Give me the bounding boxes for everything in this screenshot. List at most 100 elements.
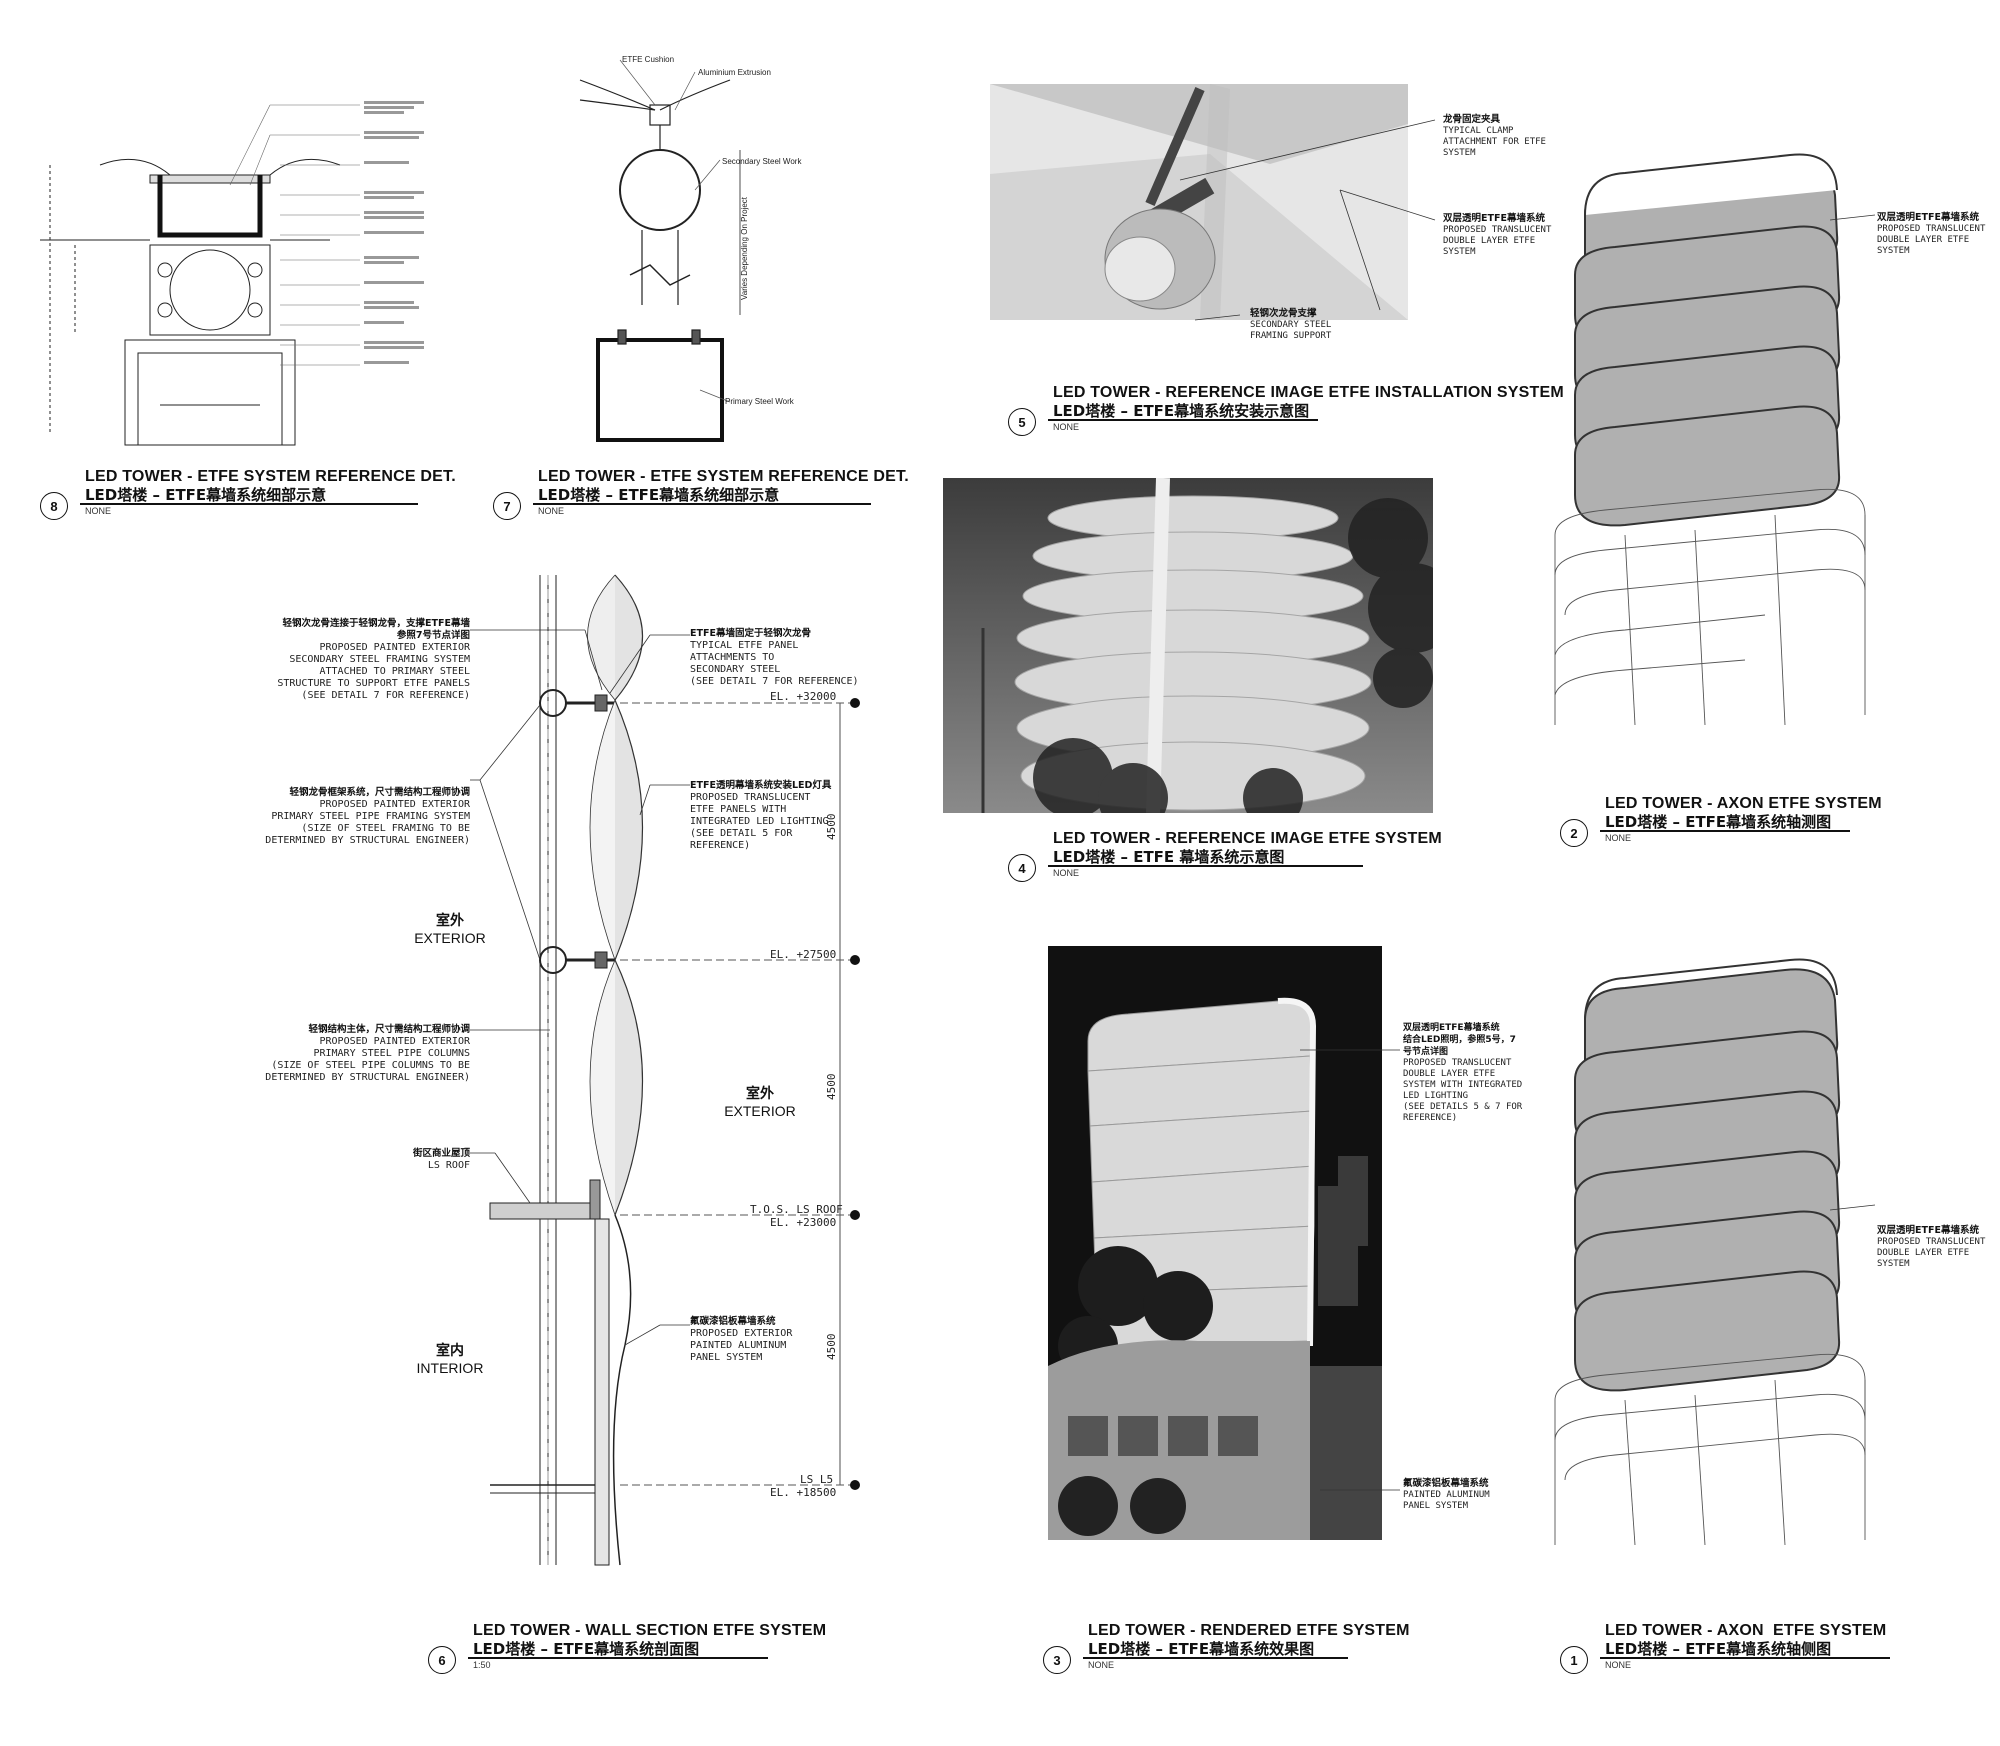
- note-cn: 氟碳漆铝板幕墙系统: [690, 1316, 776, 1327]
- scale-label: NONE: [538, 506, 565, 516]
- detail-number-bubble: 6: [428, 1646, 456, 1674]
- section-note-4: 街区商业屋顶 LS ROOF: [350, 1148, 470, 1172]
- note-en: PROPOSED EXTERIOR PAINTED ALUMINUM PANEL…: [690, 1328, 793, 1363]
- label-varies: Varies Depending On Project: [740, 196, 749, 300]
- tower-photo-svg: [943, 478, 1433, 813]
- reference-image-4: [943, 478, 1433, 813]
- leaders-5: [1179, 119, 1436, 321]
- zone-en: EXTERIOR: [414, 930, 486, 946]
- note-cn: ETFE透明幕墙系统安装LED灯具: [690, 780, 832, 791]
- elevation-18500: EL. +18500: [770, 1486, 837, 1499]
- title-underline: [1600, 830, 1850, 832]
- note-cn: 轻钢龙骨框架系统，尺寸需结构工程师协调: [289, 787, 470, 798]
- title-underline: [80, 503, 418, 505]
- note-en: PROPOSED PAINTED EXTERIOR PRIMARY STEEL …: [265, 799, 470, 846]
- leaders-3: [1300, 1049, 1400, 1491]
- note-en: PROPOSED PAINTED EXTERIOR PRIMARY STEEL …: [265, 1036, 470, 1083]
- zone-cn: 室外: [746, 1086, 774, 1102]
- detail-number-bubble: 7: [493, 492, 521, 520]
- note-cn: 轻钢次龙骨连接于轻钢龙骨，支撑ETFE幕墙 参照7号节点详图: [282, 618, 470, 641]
- title-cn: LED塔楼 – ETFE幕墙系统细部示意: [85, 486, 327, 504]
- scale-label: NONE: [1605, 1660, 1632, 1670]
- scale-label: 1:50: [473, 1660, 491, 1670]
- zone-exterior-1: 室外 EXTERIOR: [410, 910, 490, 946]
- note-support-en: SECONDARY STEEL FRAMING SUPPORT: [1250, 320, 1332, 341]
- title-en: LED TOWER - AXON ETFE SYSTEM: [1605, 1622, 1887, 1639]
- axon-2-note-en: PROPOSED TRANSLUCENT DOUBLE LAYER ETFE S…: [1877, 224, 1986, 256]
- detail-number-bubble: 1: [1560, 1646, 1588, 1674]
- label-aluminium-extrusion: Aluminium Extrusion: [698, 68, 771, 77]
- axon-1-note-en: PROPOSED TRANSLUCENT DOUBLE LAYER ETFE S…: [1877, 1237, 1986, 1269]
- elevation-ls-l5: LS L5: [800, 1473, 834, 1486]
- elevation-23000: EL. +23000: [770, 1216, 837, 1229]
- note-cn: 轻钢结构主体，尺寸需结构工程师协调: [308, 1024, 470, 1035]
- detail-7-drawing: [560, 50, 790, 450]
- note-clamp-en: TYPICAL CLAMP ATTACHMENT FOR ETFE SYSTEM: [1443, 126, 1546, 158]
- detail-number-bubble: 3: [1043, 1646, 1071, 1674]
- title-en: LED TOWER - WALL SECTION ETFE SYSTEM: [473, 1622, 827, 1639]
- zone-cn: 室外: [436, 913, 464, 929]
- dimension-2: 4500: [825, 1073, 838, 1101]
- title-en: LED TOWER - REFERENCE IMAGE ETFE INSTALL…: [1053, 384, 1564, 401]
- note-cn: 街区商业屋顶: [412, 1148, 470, 1159]
- title-underline: [533, 503, 871, 505]
- render-note-b-cn: 氟碳漆铝板幕墙系统: [1403, 1478, 1489, 1489]
- note-en: PROPOSED PAINTED EXTERIOR SECONDARY STEE…: [277, 642, 470, 701]
- elevation-27500: EL. +27500: [770, 948, 837, 961]
- section-note-2: 轻钢龙骨框架系统，尺寸需结构工程师协调 PROPOSED PAINTED EXT…: [250, 787, 470, 847]
- title-cn: LED塔楼 – ETFE幕墙系统轴侧图: [1605, 1640, 1832, 1658]
- title-underline: [1048, 865, 1363, 867]
- title-en: LED TOWER - RENDERED ETFE SYSTEM: [1088, 1622, 1410, 1639]
- detail-8-svg: [40, 101, 424, 446]
- elevation-tos-label: T.O.S. LS ROOF: [750, 1203, 843, 1216]
- title-en: LED TOWER - REFERENCE IMAGE ETFE SYSTEM: [1053, 830, 1442, 847]
- label-primary-steel: Primary Steel Work: [725, 397, 794, 406]
- detail-8-drawing: [30, 95, 450, 455]
- zone-interior: 室内 INTERIOR: [410, 1340, 490, 1376]
- zone-exterior-2: 室外 EXTERIOR: [720, 1083, 800, 1119]
- title-underline: [1048, 419, 1318, 421]
- dimension-1: 4500: [825, 813, 838, 841]
- note-en: PROPOSED TRANSLUCENT ETFE PANELS WITH IN…: [690, 792, 829, 851]
- render-note-a-cn: 双层透明ETFE幕墙系统 结合LED照明，参照5号，7 号节点详图: [1403, 1023, 1516, 1057]
- axon-drawing-1: [1545, 958, 1876, 1550]
- note-support-cn: 轻钢次龙骨支撑: [1250, 308, 1317, 319]
- title-en: LED TOWER - ETFE SYSTEM REFERENCE DET.: [85, 468, 456, 485]
- axon-2-svg: [1554, 153, 1876, 726]
- scale-label: NONE: [1088, 1660, 1115, 1670]
- axon-1-svg: [1554, 958, 1876, 1546]
- title-underline: [1083, 1657, 1348, 1659]
- detail-number-bubble: 2: [1560, 819, 1588, 847]
- scale-label: NONE: [1053, 422, 1080, 432]
- section-note-r2: ETFE透明幕墙系统安装LED灯具 PROPOSED TRANSLUCENT E…: [690, 780, 831, 852]
- section-note-r1: ETFE幕墙固定于轻钢次龙骨 TYPICAL ETFE PANEL ATTACH…: [690, 628, 859, 688]
- note-en: TYPICAL ETFE PANEL ATTACHMENTS TO SECOND…: [690, 640, 859, 687]
- zone-cn: 室内: [436, 1343, 464, 1359]
- label-etfe-cushion: ETFE Cushion: [622, 55, 675, 64]
- scale-label: NONE: [1053, 868, 1080, 878]
- render-svg: [1048, 997, 1382, 1540]
- axon-drawing-2: [1545, 135, 1876, 735]
- note-en: LS ROOF: [427, 1160, 470, 1171]
- detail-7-svg: [579, 59, 741, 442]
- render-note-b-en: PAINTED ALUMINUM PANEL SYSTEM: [1403, 1490, 1490, 1511]
- axon-1-note-cn: 双层透明ETFE幕墙系统: [1877, 1225, 1979, 1236]
- section-note-1: 轻钢次龙骨连接于轻钢龙骨，支撑ETFE幕墙 参照7号节点详图 PROPOSED …: [250, 618, 470, 702]
- title-cn: LED塔楼 – ETFE 幕墙系统示意图: [1053, 848, 1285, 866]
- elevation-32000: EL. +32000: [770, 690, 837, 703]
- zone-en: EXTERIOR: [724, 1103, 796, 1119]
- note-double-en: PROPOSED TRANSLUCENT DOUBLE LAYER ETFE S…: [1443, 225, 1552, 257]
- scale-label: NONE: [85, 506, 112, 516]
- wall-section-6-drawing: [470, 574, 870, 1566]
- detail-number-bubble: 4: [1008, 854, 1036, 882]
- note-double-cn: 双层透明ETFE幕墙系统: [1443, 213, 1545, 224]
- title-cn: LED塔楼 – ETFE幕墙系统安装示意图: [1053, 402, 1310, 420]
- title-en: LED TOWER - AXON ETFE SYSTEM: [1605, 795, 1882, 812]
- detail-number-bubble: 8: [40, 492, 68, 520]
- dimension-3: 4500: [825, 1333, 838, 1361]
- title-cn: LED塔楼 – ETFE幕墙系统轴测图: [1605, 813, 1832, 831]
- scale-label: NONE: [1605, 833, 1632, 843]
- reference-image-5: [990, 84, 1408, 320]
- detail-number-bubble: 5: [1008, 408, 1036, 436]
- rendered-image-3: [1048, 946, 1382, 1540]
